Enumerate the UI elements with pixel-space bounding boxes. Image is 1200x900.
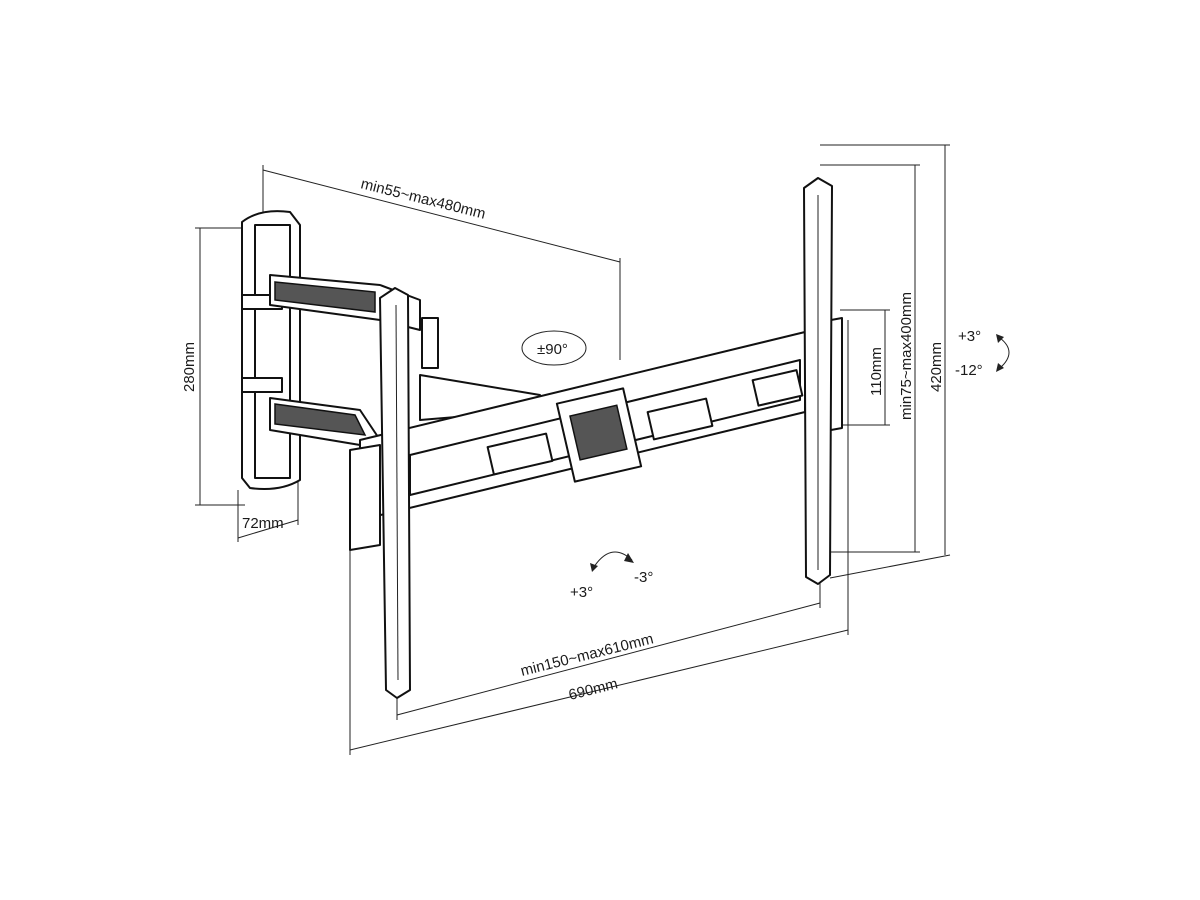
- swivel-indicator: [521, 330, 587, 366]
- hole-height-range-label: min75~max400mm: [898, 292, 915, 420]
- level-arrow-icon: [590, 551, 634, 572]
- bracket-height-label: 420mm: [928, 342, 945, 392]
- tilt-up-label: +3°: [958, 328, 981, 345]
- dimension-lines: [195, 144, 951, 755]
- tilt-down-label: -12°: [955, 362, 983, 379]
- swivel-label: ±90°: [537, 341, 568, 358]
- depth-range-label: min55~max480mm: [359, 175, 487, 222]
- wall-plate-spacing-label: 110mm: [868, 347, 885, 396]
- horizontal-rail: [349, 317, 843, 551]
- vertical-brackets: [379, 177, 833, 699]
- level-plus-label: +3°: [570, 584, 593, 601]
- wall-plate-height-label: 280mm: [181, 342, 198, 392]
- wall-plate: [241, 210, 301, 490]
- hole-width-range-label: min150~max610mm: [519, 630, 655, 679]
- wall-plate-width-label: 72mm: [242, 515, 284, 532]
- articulating-arms: [269, 274, 541, 446]
- level-minus-label: -3°: [634, 569, 653, 586]
- rail-width-label: 690mm: [567, 675, 620, 704]
- tilt-arrow-icon: [996, 334, 1010, 372]
